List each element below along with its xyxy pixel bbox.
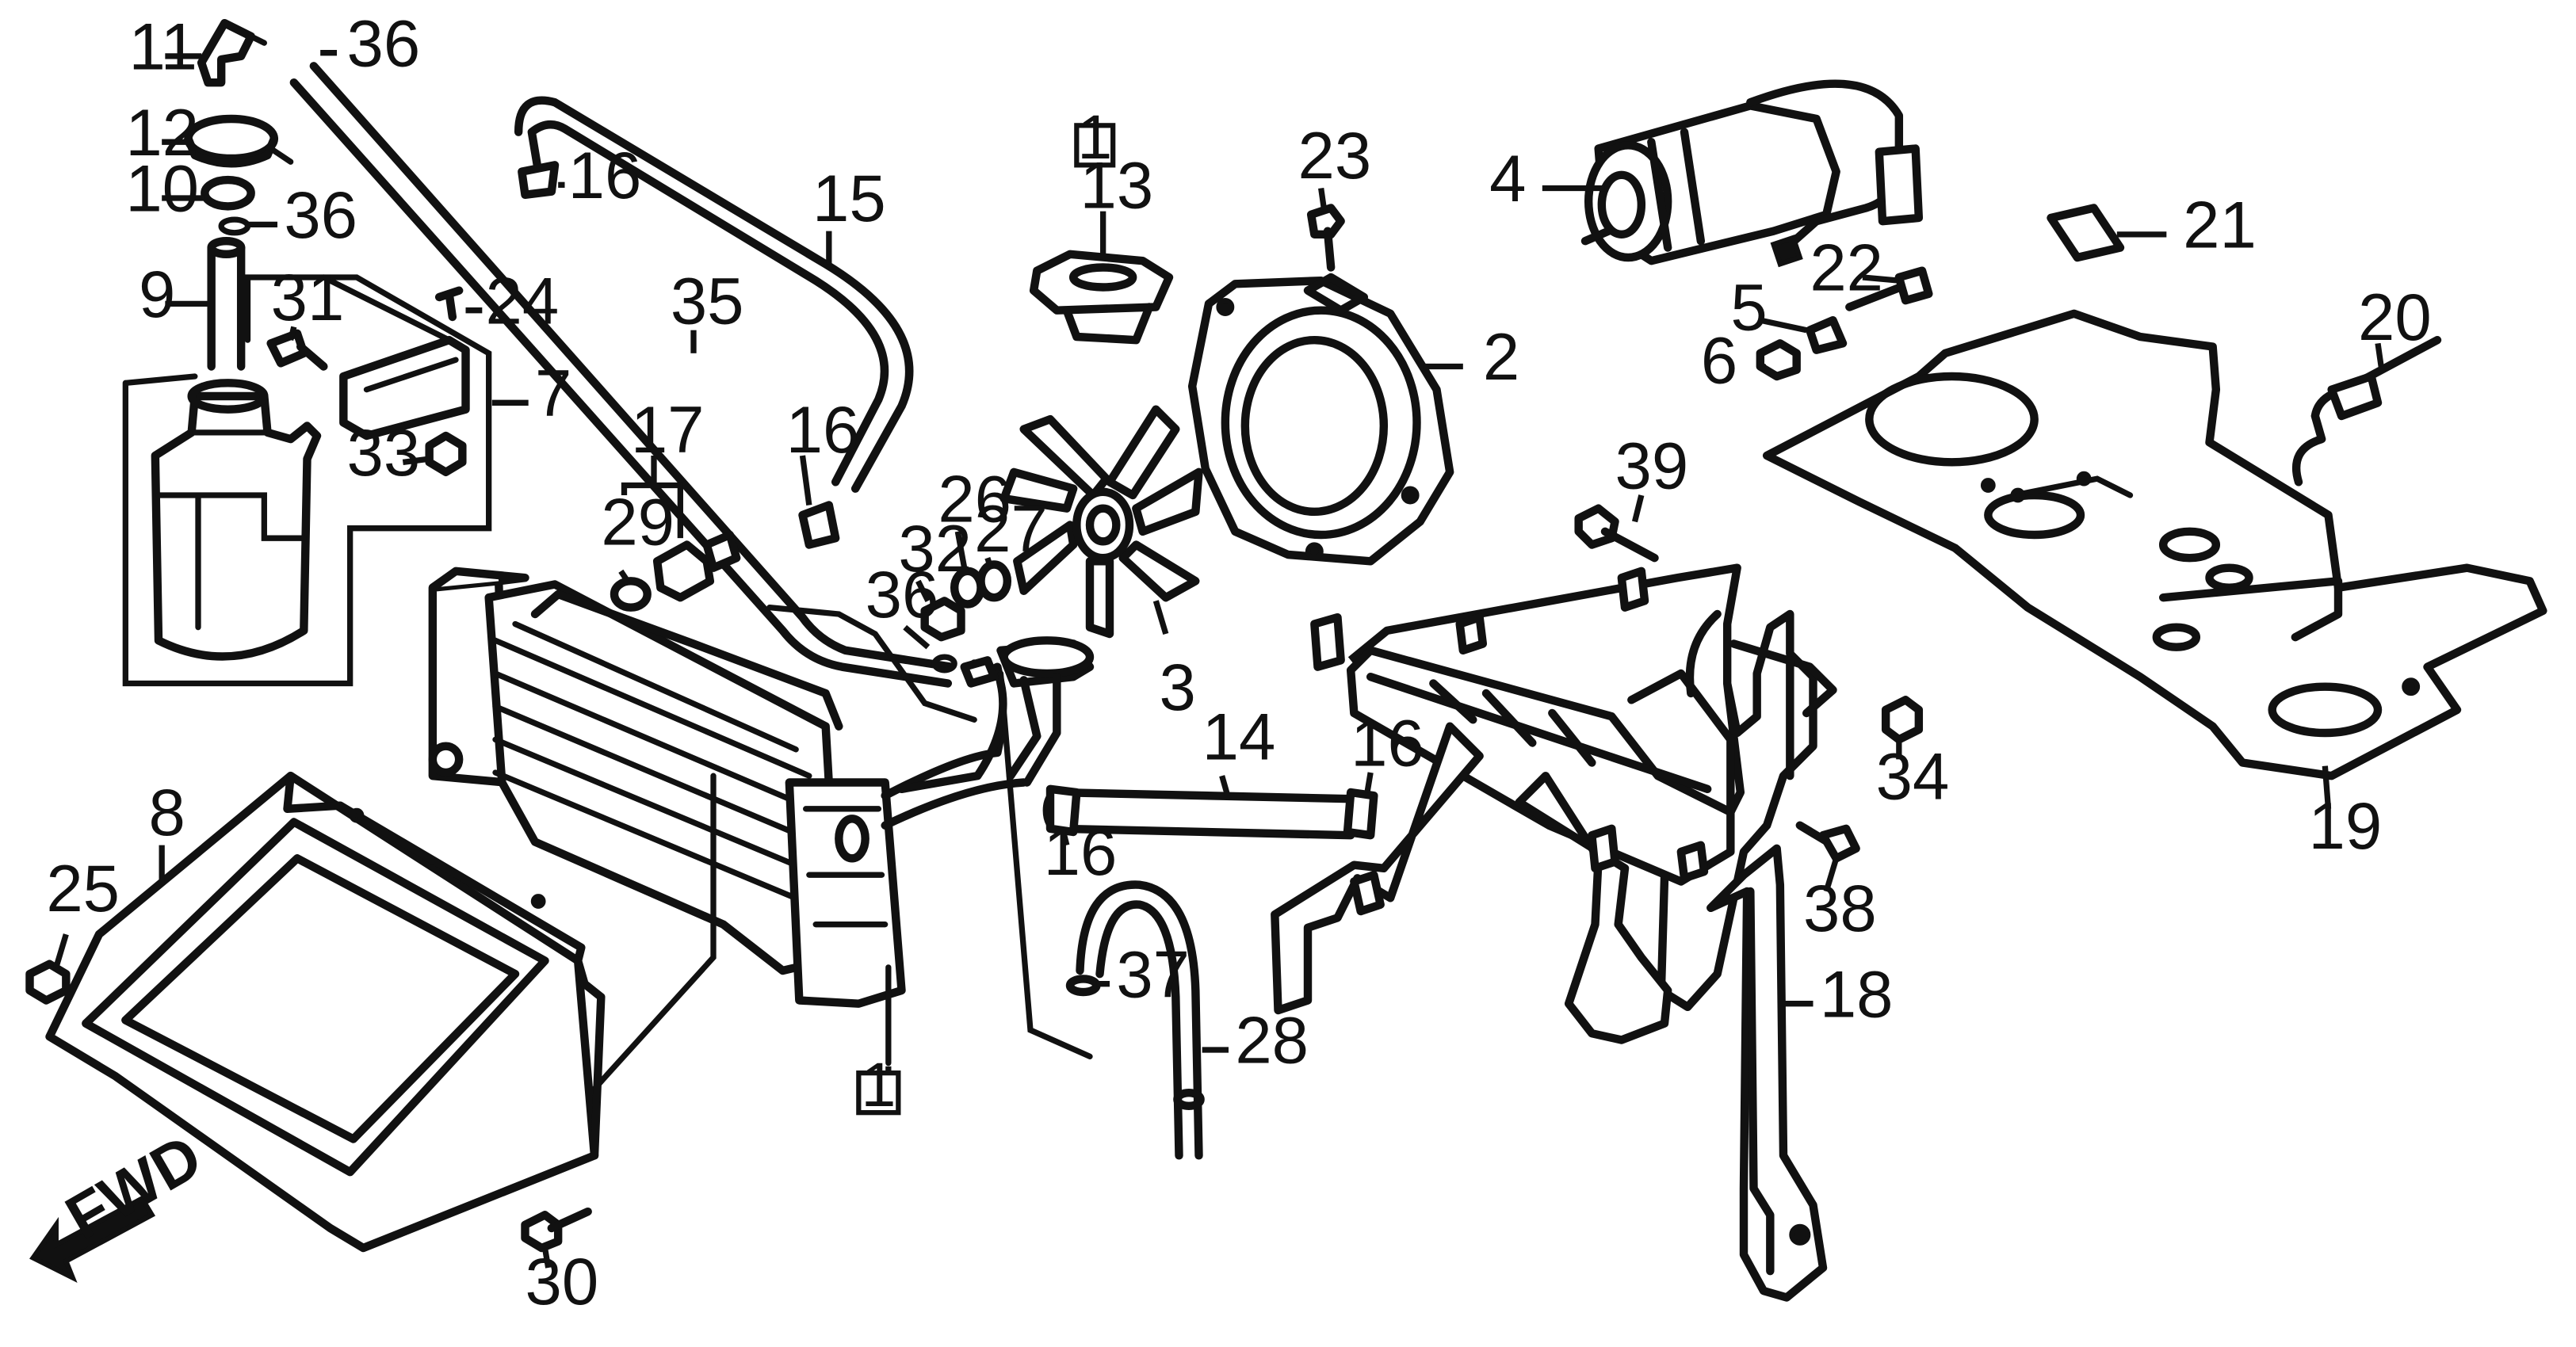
callout-18: 18 <box>1820 957 1894 1031</box>
mounting-frame <box>1271 563 1837 1044</box>
forward-direction-label: FWD <box>54 1120 213 1253</box>
callout-36: 36 <box>347 6 421 80</box>
bolt-30 <box>521 1207 592 1253</box>
under-cover <box>1762 309 2547 780</box>
fan-fasteners <box>920 560 1012 688</box>
callout-16c: 16 <box>1351 707 1424 780</box>
callout-27: 27 <box>974 492 1048 566</box>
callout-4: 4 <box>1489 142 1526 216</box>
callout-31: 31 <box>271 261 345 334</box>
callout-37: 37 <box>1116 937 1190 1011</box>
callout-19: 19 <box>2309 789 2383 863</box>
callout-20: 20 <box>2358 280 2432 354</box>
callout-29: 29 <box>601 486 675 559</box>
boxed-reference-bottom: 1 <box>856 1049 901 1120</box>
callout-13: 13 <box>1080 149 1154 223</box>
callout-9: 9 <box>139 258 175 331</box>
callout-12: 12 <box>125 96 199 170</box>
callout-38: 38 <box>1803 872 1877 945</box>
callout-16b: 16 <box>786 393 860 467</box>
callout-16: 16 <box>568 139 642 212</box>
callout-34: 34 <box>1876 739 1950 813</box>
callout-15: 15 <box>812 162 886 235</box>
callout-35: 35 <box>671 264 744 338</box>
fan-motor <box>1580 79 1924 268</box>
leader-lines <box>53 50 2384 1269</box>
callout-16d: 16 <box>1044 815 1118 889</box>
callout-5: 5 <box>1730 271 1767 345</box>
frame-fasteners <box>1795 696 1924 863</box>
callout-2: 2 <box>1483 320 1519 394</box>
callout-21: 21 <box>2183 189 2257 262</box>
motor-fasteners <box>1756 266 1933 381</box>
radiator <box>428 567 1095 1169</box>
cooling-fan <box>999 405 1203 639</box>
air-guide-shroud <box>45 771 606 1253</box>
callout-36b: 36 <box>284 178 357 252</box>
fan-shroud <box>1187 273 1454 566</box>
bolt-23 <box>1306 204 1345 272</box>
callout-36c: 36 <box>866 558 939 632</box>
thermo-switch <box>610 530 741 612</box>
callout-26: 26 <box>938 462 1011 536</box>
callout-6: 6 <box>1701 323 1737 397</box>
forward-arrow-icon <box>29 1195 156 1283</box>
label-plate <box>2047 204 2125 262</box>
callout-25: 25 <box>46 852 120 925</box>
callout-17: 17 <box>631 393 705 467</box>
callout-32: 32 <box>898 512 972 586</box>
callout-39: 39 <box>1615 429 1689 503</box>
reserve-tank-assembly <box>122 18 492 687</box>
callout-labels: 11 36 12 10 36 9 31 24 7 33 16 17 29 16 … <box>46 6 2431 1318</box>
callout-30: 30 <box>526 1245 599 1318</box>
callout-22: 22 <box>1810 231 1883 305</box>
callout-7: 7 <box>535 357 571 430</box>
svg-text:1: 1 <box>861 1049 896 1120</box>
callout-11: 11 <box>129 10 198 84</box>
callout-33: 33 <box>347 416 421 490</box>
callout-3: 3 <box>1160 651 1196 724</box>
svg-text:1: 1 <box>1077 101 1112 172</box>
callout-14: 14 <box>1202 700 1276 773</box>
hoses <box>289 62 1378 1160</box>
callout-8: 8 <box>149 776 185 849</box>
callout-23: 23 <box>1298 119 1372 193</box>
bolt-39 <box>1574 504 1659 563</box>
boxed-reference-top: 1 <box>1074 101 1116 172</box>
callout-28: 28 <box>1235 1004 1309 1078</box>
callout-24: 24 <box>486 264 560 338</box>
stay-bracket <box>1707 844 1828 1302</box>
radiator-cap <box>1029 250 1174 345</box>
bolt-25 <box>25 960 71 1005</box>
callout-10: 10 <box>125 152 199 226</box>
wire-harness <box>2291 335 2442 487</box>
